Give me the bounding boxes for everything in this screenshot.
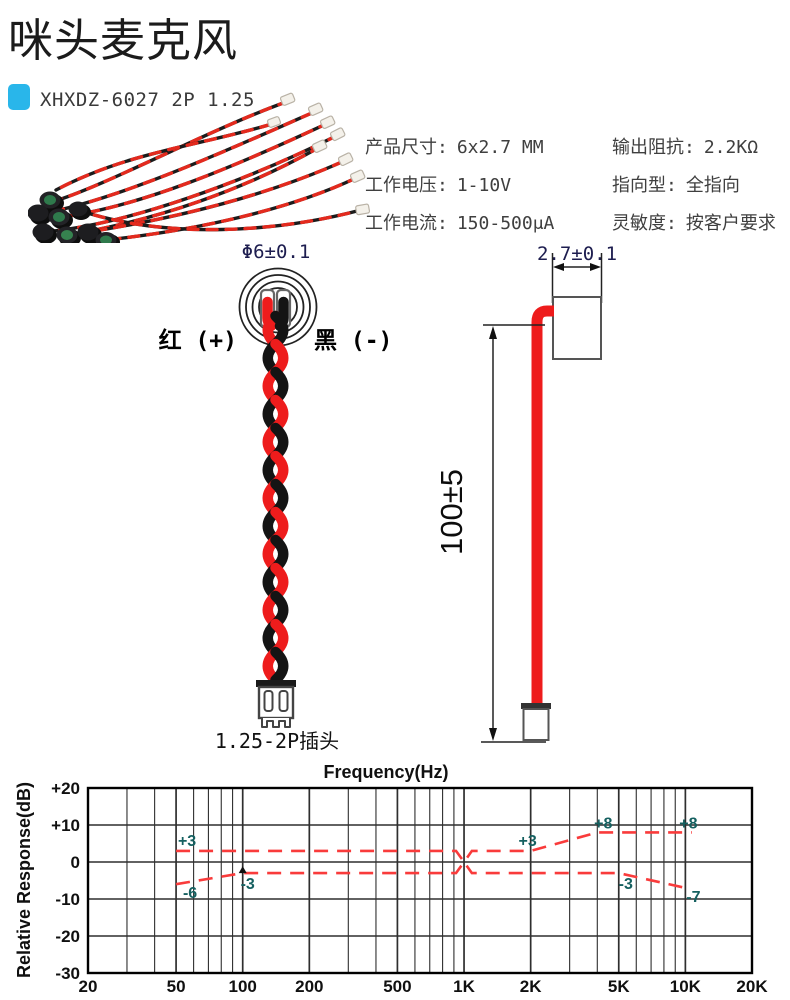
mic-heads xyxy=(28,191,120,243)
width-dimension-label: 2.7±0.1 xyxy=(537,243,617,265)
svg-text:+10: +10 xyxy=(51,816,80,835)
svg-text:-10: -10 xyxy=(55,890,80,909)
svg-text:-20: -20 xyxy=(55,927,80,946)
spec-directivity: 指向型:全指向 xyxy=(612,175,740,196)
length-dimension xyxy=(481,324,546,743)
spec-impedance: 输出阻抗:2.2KΩ xyxy=(612,137,759,158)
svg-text:+3: +3 xyxy=(178,833,196,850)
specs-right-column: 输出阻抗:2.2KΩ 指向型:全指向 灵敏度:按客户要求 xyxy=(612,136,776,236)
twisted-pair-wire xyxy=(262,310,289,686)
svg-text:+20: +20 xyxy=(51,779,80,798)
svg-text:5K: 5K xyxy=(608,977,630,996)
svg-text:10K: 10K xyxy=(670,977,702,996)
diameter-dimension-label: Φ6±0.1 xyxy=(242,241,311,263)
plug-2p xyxy=(256,680,296,728)
svg-text:+8: +8 xyxy=(679,815,697,832)
black-wire-label: 黑 (-) xyxy=(314,328,392,354)
lead-wire xyxy=(531,305,554,704)
svg-text:2K: 2K xyxy=(520,977,542,996)
svg-text:20: 20 xyxy=(79,977,98,996)
svg-text:+3: +3 xyxy=(519,833,537,850)
red-wire-label: 红 (+) xyxy=(159,327,237,354)
svg-text:50: 50 xyxy=(167,977,186,996)
plug-side-view xyxy=(521,703,551,741)
dimension-diagram: Φ6±0.1 红 (+) 黑 (-) 1.25-2P插头 2.7±0.1 xyxy=(159,241,617,753)
spec-voltage: 工作电压:1-10V xyxy=(365,175,512,196)
page-title: 咪头麦克风 xyxy=(8,14,239,67)
spec-current: 工作电流:150-500μA xyxy=(365,213,555,234)
cable-connectors xyxy=(266,92,371,216)
width-dimension xyxy=(551,253,603,303)
plug-label: 1.25-2P插头 xyxy=(215,729,339,753)
svg-text:-6: -6 xyxy=(183,885,197,902)
svg-text:-3: -3 xyxy=(619,876,633,893)
svg-text:Relative Response(dB): Relative Response(dB) xyxy=(14,782,34,978)
spec-size: 产品尺寸:6x2.7 MM xyxy=(365,137,544,158)
svg-text:100: 100 xyxy=(229,977,257,996)
svg-text:1K: 1K xyxy=(453,977,475,996)
svg-text:-3: -3 xyxy=(241,876,255,893)
product-photo xyxy=(28,92,371,243)
svg-text:0: 0 xyxy=(71,853,80,872)
cables xyxy=(38,100,363,242)
svg-text:-7: -7 xyxy=(686,889,700,906)
specs-left-column: 产品尺寸:6x2.7 MM 工作电压:1-10V 工作电流:150-500μA xyxy=(365,136,554,236)
svg-text:Frequency(Hz): Frequency(Hz) xyxy=(323,762,448,782)
spec-sensitivity: 灵敏度:按客户要求 xyxy=(612,213,776,234)
bullet-marker xyxy=(8,84,30,110)
svg-text:+8: +8 xyxy=(594,815,612,832)
product-code: XHXDZ-6027 2P 1.25 xyxy=(40,89,255,111)
length-dimension-label: 100±5 xyxy=(434,469,469,555)
svg-text:200: 200 xyxy=(295,977,323,996)
svg-text:-30: -30 xyxy=(55,964,80,983)
mic-side-view xyxy=(552,296,602,360)
svg-text:20K: 20K xyxy=(736,977,768,996)
svg-text:500: 500 xyxy=(383,977,411,996)
